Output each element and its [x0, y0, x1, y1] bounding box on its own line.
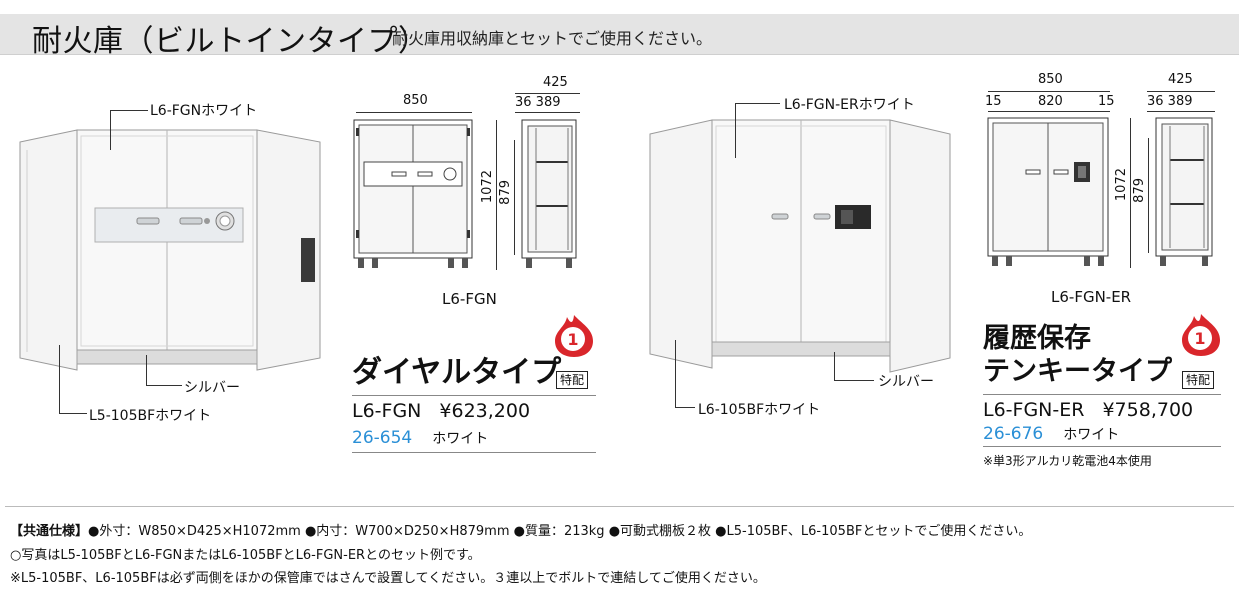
specs-divider: [5, 506, 1234, 507]
right-callout-base-leader-v: [675, 340, 676, 407]
left-dim-height-line: [496, 120, 497, 270]
left-callout-top: L6-FGNホワイト: [150, 103, 258, 119]
left-dim-height-inner: 879: [498, 180, 513, 205]
right-dim-width-left: 15: [985, 94, 1002, 109]
left-model: L6-FGN: [352, 400, 422, 422]
right-color: ホワイト: [1063, 427, 1120, 443]
right-dim-depth: 425: [1168, 72, 1193, 87]
left-color: ホワイト: [432, 431, 489, 447]
right-callout-top-leader: [735, 103, 780, 104]
common-specs-key: 【共通仕様】: [10, 524, 89, 539]
left-front-drawing: [353, 119, 473, 268]
right-fire-resistant-number: 1: [1194, 329, 1205, 348]
left-type-title: ダイヤルタイプ: [352, 355, 562, 390]
photo-note: ○写真はL5-105BFとL6-FGNまたはL6-105BFとL6-FGN-ER…: [10, 548, 481, 563]
right-callout-base-leader: [675, 407, 695, 408]
right-dim-depth-parts: 36 389: [1147, 94, 1193, 109]
right-dim-depth-parts-line: [1147, 111, 1215, 112]
right-price: ¥758,700: [1102, 399, 1194, 421]
left-fire-resistant-icon: 1: [555, 315, 593, 357]
left-callout-base-leader-v: [59, 345, 60, 413]
left-callout-base: L5-105BFホワイト: [89, 408, 212, 424]
left-dim-width-line: [356, 112, 472, 113]
right-rule-bottom: [983, 446, 1221, 447]
right-type-title-line2: テンキータイプ: [983, 356, 1172, 387]
right-callout-silver-leader: [834, 380, 874, 381]
right-dim-height: 1072: [1114, 168, 1129, 202]
right-rule-top: [983, 394, 1221, 395]
left-callout-top-leader-v: [110, 110, 111, 150]
common-specs-text: ●外寸：W850×D425×H1072mm ●内寸：W700×D250×H879…: [88, 524, 1032, 539]
right-fire-resistant-icon: 1: [1182, 314, 1220, 356]
page-subtitle: 耐火庫用収納庫とセットでご使用ください。: [392, 29, 713, 48]
left-dim-depth-parts-line: [515, 112, 580, 113]
right-callout-top: L6-FGN-ERホワイト: [784, 97, 915, 113]
left-product-photo: [19, 129, 321, 371]
right-callout-top-leader-v: [735, 103, 736, 158]
left-product-code: 26-654: [352, 428, 413, 448]
right-type-title-line1: 履歴保存: [983, 323, 1091, 354]
right-dim-width-right: 15: [1098, 94, 1115, 109]
left-dim-height-inner-line: [514, 140, 515, 255]
left-drawing-model: L6-FGN: [442, 290, 497, 308]
right-dim-width-parts-line: [988, 111, 1110, 112]
right-side-drawing: [1155, 117, 1213, 266]
left-dim-depth-line: [515, 93, 580, 94]
left-callout-silver-leader: [146, 385, 182, 386]
right-dim-width-line: [988, 91, 1110, 92]
right-dim-height-inner: 879: [1132, 178, 1147, 203]
left-callout-silver-leader-v: [146, 355, 147, 385]
left-price: ¥623,200: [439, 400, 531, 422]
right-price-line: L6-FGN-ER ¥758,700: [983, 399, 1193, 421]
right-battery-note: ※単3形アルカリ乾電池4本使用: [983, 454, 1152, 468]
right-callout-base: L6-105BFホワイト: [698, 402, 821, 418]
left-dim-height: 1072: [480, 170, 495, 204]
left-rule-top: [352, 395, 596, 396]
right-callout-silver-leader-v: [834, 352, 835, 380]
right-product-code: 26-676: [983, 424, 1044, 444]
left-badge: 特配: [556, 371, 589, 389]
right-code-line: 26-676 ホワイト: [983, 424, 1119, 444]
right-dim-height-line: [1130, 118, 1131, 268]
right-callout-silver: シルバー: [878, 374, 934, 390]
right-dim-width: 850: [1038, 72, 1063, 87]
right-front-drawing: [987, 117, 1109, 266]
right-drawing-model: L6-FGN-ER: [1051, 288, 1132, 306]
right-badge: 特配: [1182, 371, 1215, 389]
left-fire-resistant-number: 1: [567, 330, 578, 349]
left-callout-base-leader: [59, 413, 87, 414]
left-dim-depth-parts: 36 389: [515, 95, 561, 110]
install-note: ※L5-105BF、L6-105BFは必ず両側をほかの保管庫ではさんで設置してく…: [10, 571, 766, 586]
right-product-photo: [649, 119, 951, 373]
right-dim-height-inner-line: [1148, 138, 1149, 253]
right-dim-width-mid: 820: [1038, 94, 1063, 109]
left-price-line: L6-FGN ¥623,200: [352, 400, 530, 422]
right-model: L6-FGN-ER: [983, 399, 1085, 421]
left-dim-depth: 425: [543, 75, 568, 90]
left-side-drawing: [521, 119, 577, 268]
left-rule-bottom: [352, 452, 596, 453]
header-bar: [0, 14, 1239, 55]
page-title: 耐火庫（ビルトインタイプ）: [32, 24, 429, 59]
left-code-line: 26-654 ホワイト: [352, 428, 488, 448]
common-specs: 【共通仕様】●外寸：W850×D425×H1072mm ●内寸：W700×D25…: [10, 520, 1031, 539]
left-dim-width: 850: [403, 93, 428, 108]
left-callout-silver: シルバー: [184, 380, 240, 396]
right-dim-depth-line: [1147, 91, 1215, 92]
left-callout-top-leader: [110, 110, 148, 111]
